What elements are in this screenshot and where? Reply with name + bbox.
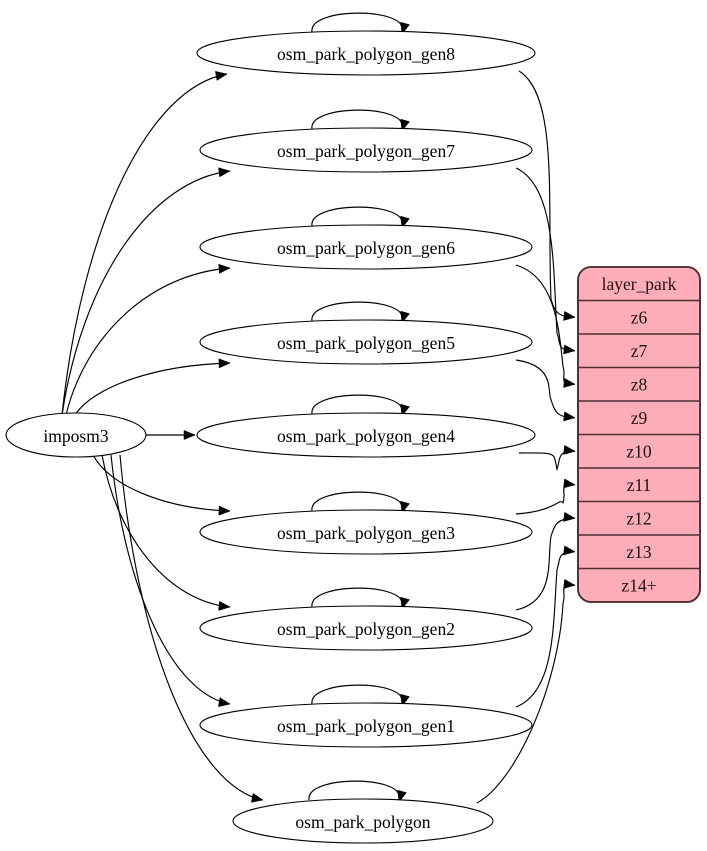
node-osm_park_polygon_gen8-label: osm_park_polygon_gen8 <box>277 44 455 64</box>
edge-osm_park_polygon_gen7-to-z7 <box>515 167 576 352</box>
edge-osm_park_polygon_gen5-to-z9 <box>515 359 576 419</box>
self-loop-arrowhead <box>397 789 407 803</box>
node-osm_park_polygon-label: osm_park_polygon <box>295 812 430 832</box>
edge-arrowhead <box>563 478 576 489</box>
node-osm_park_polygon_gen3-label: osm_park_polygon_gen3 <box>277 523 455 543</box>
edge-osm_park_polygon-to-z14plus <box>476 584 576 804</box>
table-row-z8[interactable]: z8 <box>631 374 648 394</box>
edge-arrowhead <box>563 511 576 522</box>
edge-osm_park_polygon_gen2-to-z12 <box>515 517 576 611</box>
self-loop-edge <box>311 394 403 415</box>
table-row-z9[interactable]: z9 <box>631 408 648 428</box>
self-loop-edge <box>311 684 403 705</box>
table-row-z6[interactable]: z6 <box>631 307 648 327</box>
edge-arrowhead <box>563 444 576 455</box>
edge-arrowhead <box>215 71 228 81</box>
node-osm_park_polygon_gen5-label: osm_park_polygon_gen5 <box>277 333 455 353</box>
edge-arrowhead <box>218 358 231 369</box>
imposm3-node-label: imposm3 <box>43 426 108 446</box>
node-osm_park_polygon_gen7-label: osm_park_polygon_gen7 <box>277 141 455 161</box>
self-loop-edge <box>311 301 403 322</box>
self-loop-edge <box>308 780 400 801</box>
table-row-z13[interactable]: z13 <box>626 542 652 562</box>
table-row-z10[interactable]: z10 <box>626 441 652 461</box>
edge-arrowhead <box>563 411 576 422</box>
node-osm_park_polygon_gen2-ellipse[interactable] <box>199 605 533 651</box>
node-osm_park_polygon_gen4-ellipse[interactable] <box>196 412 536 458</box>
edge-arrowhead <box>563 377 576 388</box>
node-osm_park_polygon_gen1-ellipse[interactable] <box>199 702 533 748</box>
edge-imposm3-to-osm_park_polygon_gen8 <box>61 73 228 416</box>
layer-park-header: layer_park <box>602 274 677 294</box>
node-osm_park_polygon-ellipse[interactable] <box>232 798 494 844</box>
edges-layer <box>61 12 576 804</box>
node-osm_park_polygon_gen6-label: osm_park_polygon_gen6 <box>277 238 455 258</box>
edge-imposm3-to-osm_park_polygon_gen5 <box>74 362 231 416</box>
edge-arrowhead <box>250 792 264 803</box>
edge-imposm3-to-osm_park_polygon_gen3 <box>92 454 231 512</box>
edge-arrowhead <box>563 578 576 589</box>
table-row-z12[interactable]: z12 <box>626 508 651 528</box>
layer-park-table: layer_park z6 z7 z8 z9 z10 z11 z12 z13 z14+ <box>577 266 701 603</box>
table-row-z11[interactable]: z11 <box>627 475 652 495</box>
node-osm_park_polygon_gen3-ellipse[interactable] <box>199 509 533 555</box>
edge-imposm3-to-osm_park_polygon <box>119 454 264 801</box>
edge-osm_park_polygon_gen6-to-z8 <box>515 264 576 385</box>
self-loop-edge <box>311 587 403 608</box>
self-loop-edge <box>311 491 403 512</box>
node-osm_park_polygon_gen8-ellipse[interactable] <box>196 30 536 76</box>
table-row-z7[interactable]: z7 <box>631 341 648 361</box>
edge-imposm3-to-osm_park_polygon_gen1 <box>110 454 231 705</box>
edge-arrowhead <box>563 310 576 321</box>
node-osm_park_polygon_gen5-ellipse[interactable] <box>199 319 533 365</box>
edge-imposm3-to-osm_park_polygon_gen6 <box>65 267 231 416</box>
node-osm_park_polygon_gen4-label: osm_park_polygon_gen4 <box>277 426 455 446</box>
self-loop-edge <box>311 109 403 130</box>
layer-park-table-outline <box>577 266 701 603</box>
nodes-layer: imposm3 osm_park_polygon_gen8 osm_park_pol… <box>5 30 536 844</box>
table-row-z14plus[interactable]: z14+ <box>621 575 656 595</box>
node-osm_park_polygon_gen1-label: osm_park_polygon_gen1 <box>277 716 455 736</box>
node-osm_park_polygon_gen2-label: osm_park_polygon_gen2 <box>277 619 455 639</box>
node-osm_park_polygon_gen7-ellipse[interactable] <box>199 127 533 173</box>
edge-osm_park_polygon_gen1-to-z13 <box>515 551 576 708</box>
self-loop-edge <box>311 206 403 227</box>
edge-arrowhead <box>563 545 576 556</box>
edge-arrowhead <box>218 167 231 178</box>
self-loop-edge <box>311 12 403 33</box>
edge-arrowhead <box>218 697 231 707</box>
edge-arrowhead <box>218 263 231 274</box>
edge-osm_park_polygon_gen3-to-z11 <box>515 484 576 515</box>
edge-osm_park_polygon_gen8-to-z6 <box>518 70 576 318</box>
edge-arrowhead <box>218 600 231 611</box>
imposm3-node-ellipse[interactable] <box>5 412 147 458</box>
edge-imposm3-to-osm_park_polygon_gen2 <box>101 454 231 608</box>
edge-osm_park_polygon_gen4-to-z10 <box>518 450 576 472</box>
edge-arrowhead <box>563 344 576 355</box>
edge-arrowhead <box>218 505 231 516</box>
edge-arrowhead <box>183 430 196 440</box>
node-osm_park_polygon_gen6-ellipse[interactable] <box>199 224 533 270</box>
edge-imposm3-to-osm_park_polygon_gen7 <box>61 170 231 416</box>
